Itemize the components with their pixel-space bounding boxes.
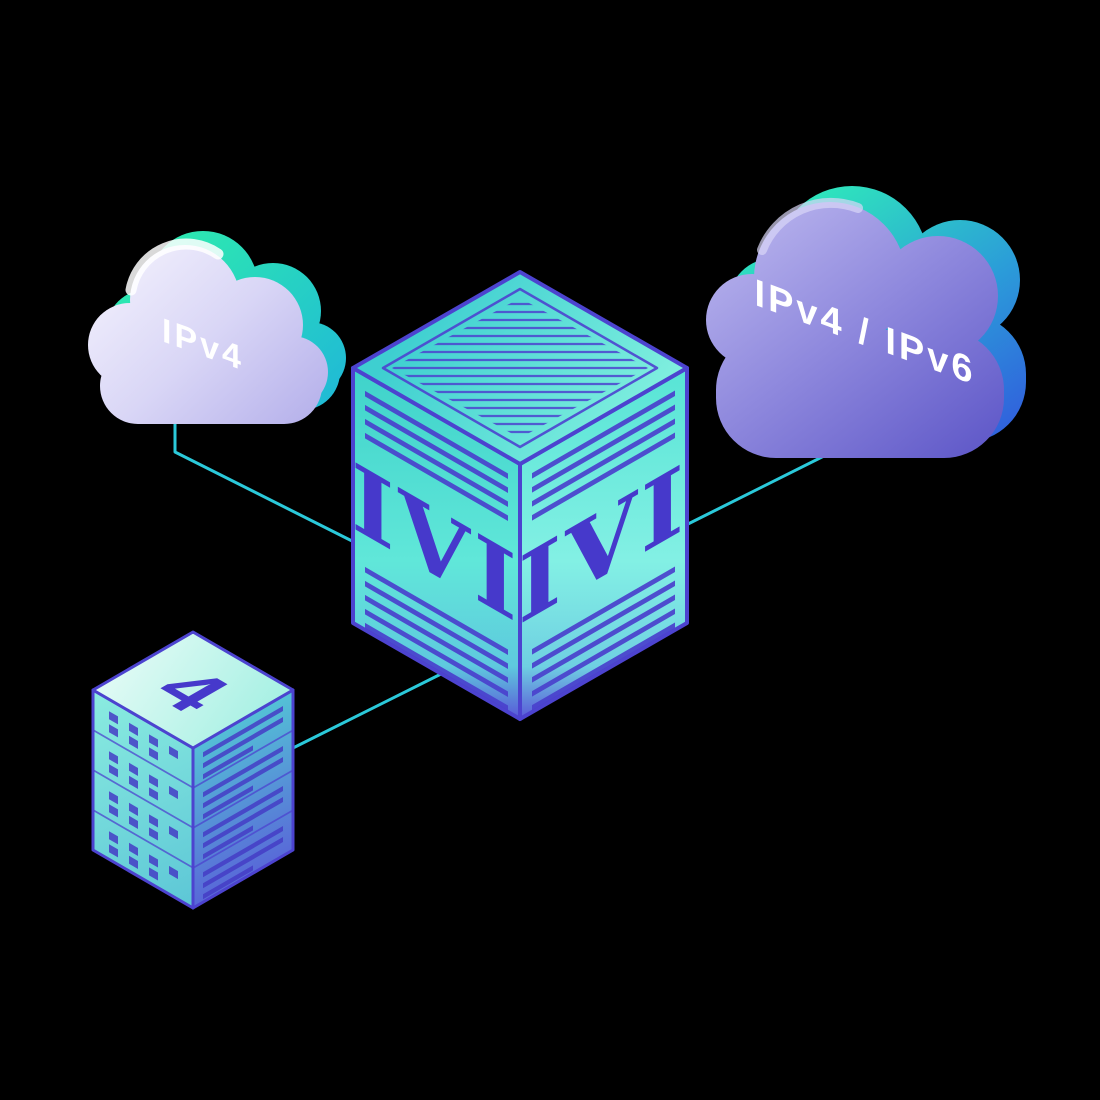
left-cloud-highlight	[125, 238, 224, 296]
right-cloud-body	[706, 202, 1004, 458]
server-stack: 4	[91, 630, 295, 910]
box-left-stripes	[365, 390, 508, 711]
server-stack-right-dividers	[193, 729, 293, 869]
box-top-hatch	[381, 287, 659, 449]
box-right-stripes	[532, 390, 675, 711]
server-stack-top-face	[91, 630, 295, 750]
translator-box: IVI IVI	[351, 270, 689, 721]
server-stack-left-dividers	[93, 729, 193, 869]
connector-server-line	[291, 672, 443, 750]
left-cloud-body	[88, 245, 328, 424]
right-cloud-highlight	[757, 197, 863, 255]
left-cloud: IPv4	[88, 231, 346, 424]
right-cloud: IPv4 / IPv6	[706, 186, 1026, 458]
